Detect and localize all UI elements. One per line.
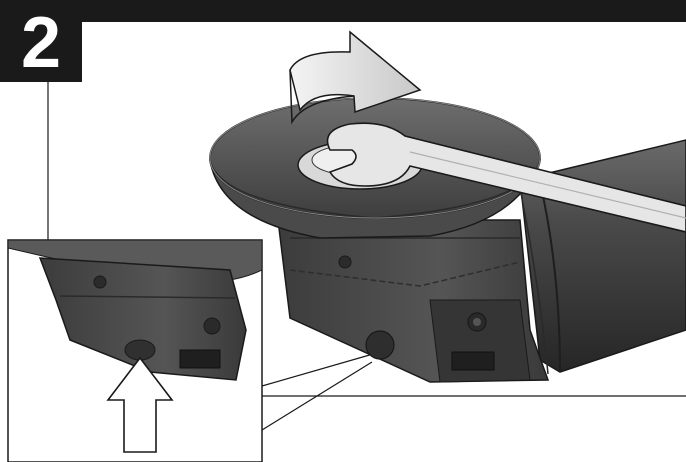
rotate-counterclockwise-arrow-icon — [289, 30, 422, 125]
step-badge: 2 — [0, 0, 82, 82]
top-rule — [0, 0, 686, 22]
step-number: 2 — [20, 3, 62, 83]
spanner-wrench-icon — [326, 122, 686, 233]
spindle-lock-inset — [7, 239, 263, 462]
grinder-main-view — [209, 30, 686, 383]
frame-lines — [47, 82, 686, 431]
push-up-arrow-icon — [106, 356, 174, 453]
